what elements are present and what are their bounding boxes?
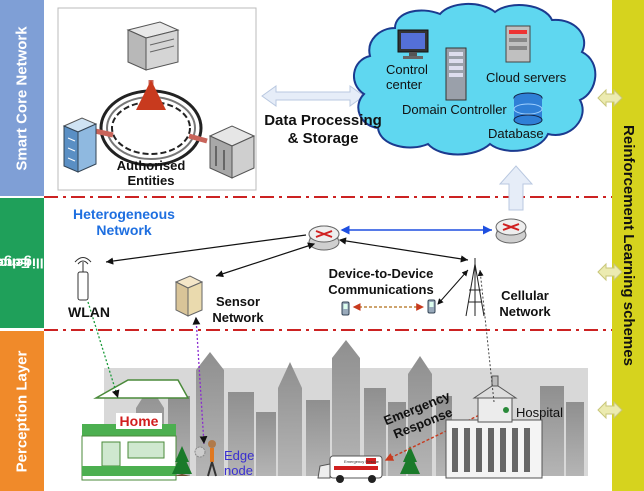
arrow-to-left-building bbox=[94, 128, 114, 138]
svg-text:Emergency Rescue: Emergency Rescue bbox=[344, 459, 380, 464]
link-wlan bbox=[105, 234, 307, 265]
sensor-pc-icon bbox=[174, 275, 204, 317]
tree-icon-left bbox=[172, 446, 192, 476]
cellular-line2: Network bbox=[499, 304, 551, 319]
cloud-server-icon bbox=[505, 25, 531, 63]
server-icon bbox=[126, 21, 180, 71]
server-tower-icon bbox=[445, 47, 467, 101]
database-label: Database bbox=[488, 126, 544, 141]
control-center-label: Control center bbox=[386, 62, 428, 92]
heterogeneous-network-label: Heterogeneous Network bbox=[72, 206, 176, 238]
hospital-label: Hospital bbox=[516, 405, 563, 420]
sensor-network-label: Sensor Network bbox=[206, 294, 270, 326]
office-building-icon bbox=[62, 117, 98, 173]
sensor-network-line2: Network bbox=[212, 310, 264, 325]
link-edge-node-sensor bbox=[192, 316, 208, 445]
hospital-building-icon bbox=[445, 375, 543, 479]
bank-building-icon bbox=[208, 125, 256, 179]
authorised-entities-label: Authorised Entities bbox=[112, 158, 190, 188]
link-home-wlan bbox=[87, 301, 120, 399]
d2d-line1: Device-to-Device bbox=[328, 266, 434, 281]
layer-label-edge: Edge Intelligence bbox=[0, 198, 69, 328]
heterogeneous-line2: Network bbox=[96, 222, 152, 238]
home-building-icon bbox=[81, 379, 190, 481]
sensor-network-line1: Sensor bbox=[215, 294, 261, 309]
home-label: Home bbox=[116, 413, 162, 429]
ambulance-icon: Emergency Rescue bbox=[317, 455, 383, 483]
link-sensor bbox=[215, 242, 316, 278]
rl-arrow-core bbox=[597, 88, 623, 108]
control-center-line2: center bbox=[386, 77, 423, 92]
uplink-arrow bbox=[498, 165, 534, 211]
cellular-line1: Cellular bbox=[501, 288, 549, 303]
edge-node-person-icon bbox=[194, 440, 217, 477]
authorised-entities-line1: Authorised bbox=[116, 158, 186, 173]
edge-node-label: Edge node bbox=[224, 448, 254, 478]
data-processing-arrow bbox=[261, 85, 365, 107]
edge-node-line2: node bbox=[224, 463, 253, 478]
control-center-line1: Control bbox=[386, 62, 428, 77]
phone-icon-right bbox=[427, 299, 436, 314]
authorised-entities-line2: Entities bbox=[127, 173, 175, 188]
arrow-to-right-building bbox=[188, 133, 208, 144]
cell-tower-icon bbox=[465, 258, 485, 317]
link-d2d-cellular bbox=[437, 269, 469, 305]
layer-label-core: Smart Core Network bbox=[0, 0, 44, 196]
monitor-icon bbox=[397, 29, 429, 59]
d2d-label: Device-to-Device Communications bbox=[316, 266, 446, 298]
wlan-access-point-icon bbox=[74, 257, 92, 301]
layer-label-perception: Perception Layer bbox=[0, 331, 44, 491]
data-processing-line2: & Storage bbox=[287, 130, 359, 147]
data-processing-label: Data Processing & Storage bbox=[258, 112, 388, 148]
rl-arrow-edge bbox=[597, 262, 623, 282]
router-icon-left bbox=[308, 225, 340, 251]
wlan-label: WLAN bbox=[68, 304, 110, 320]
phone-icon-left bbox=[341, 301, 350, 316]
cloud-servers-label: Cloud servers bbox=[486, 70, 567, 85]
link-cellular bbox=[338, 237, 469, 263]
database-icon bbox=[513, 92, 543, 126]
d2d-line2: Communications bbox=[328, 282, 434, 297]
edge-node-line1: Edge bbox=[224, 448, 255, 463]
data-processing-line1: Data Processing bbox=[264, 112, 382, 129]
domain-controller-label: Domain Controller bbox=[402, 102, 507, 117]
heterogeneous-line1: Heterogeneous bbox=[73, 206, 175, 222]
cellular-network-label: Cellular Network bbox=[492, 288, 558, 320]
router-icon-right bbox=[495, 218, 527, 244]
rl-arrow-perception bbox=[597, 400, 623, 420]
